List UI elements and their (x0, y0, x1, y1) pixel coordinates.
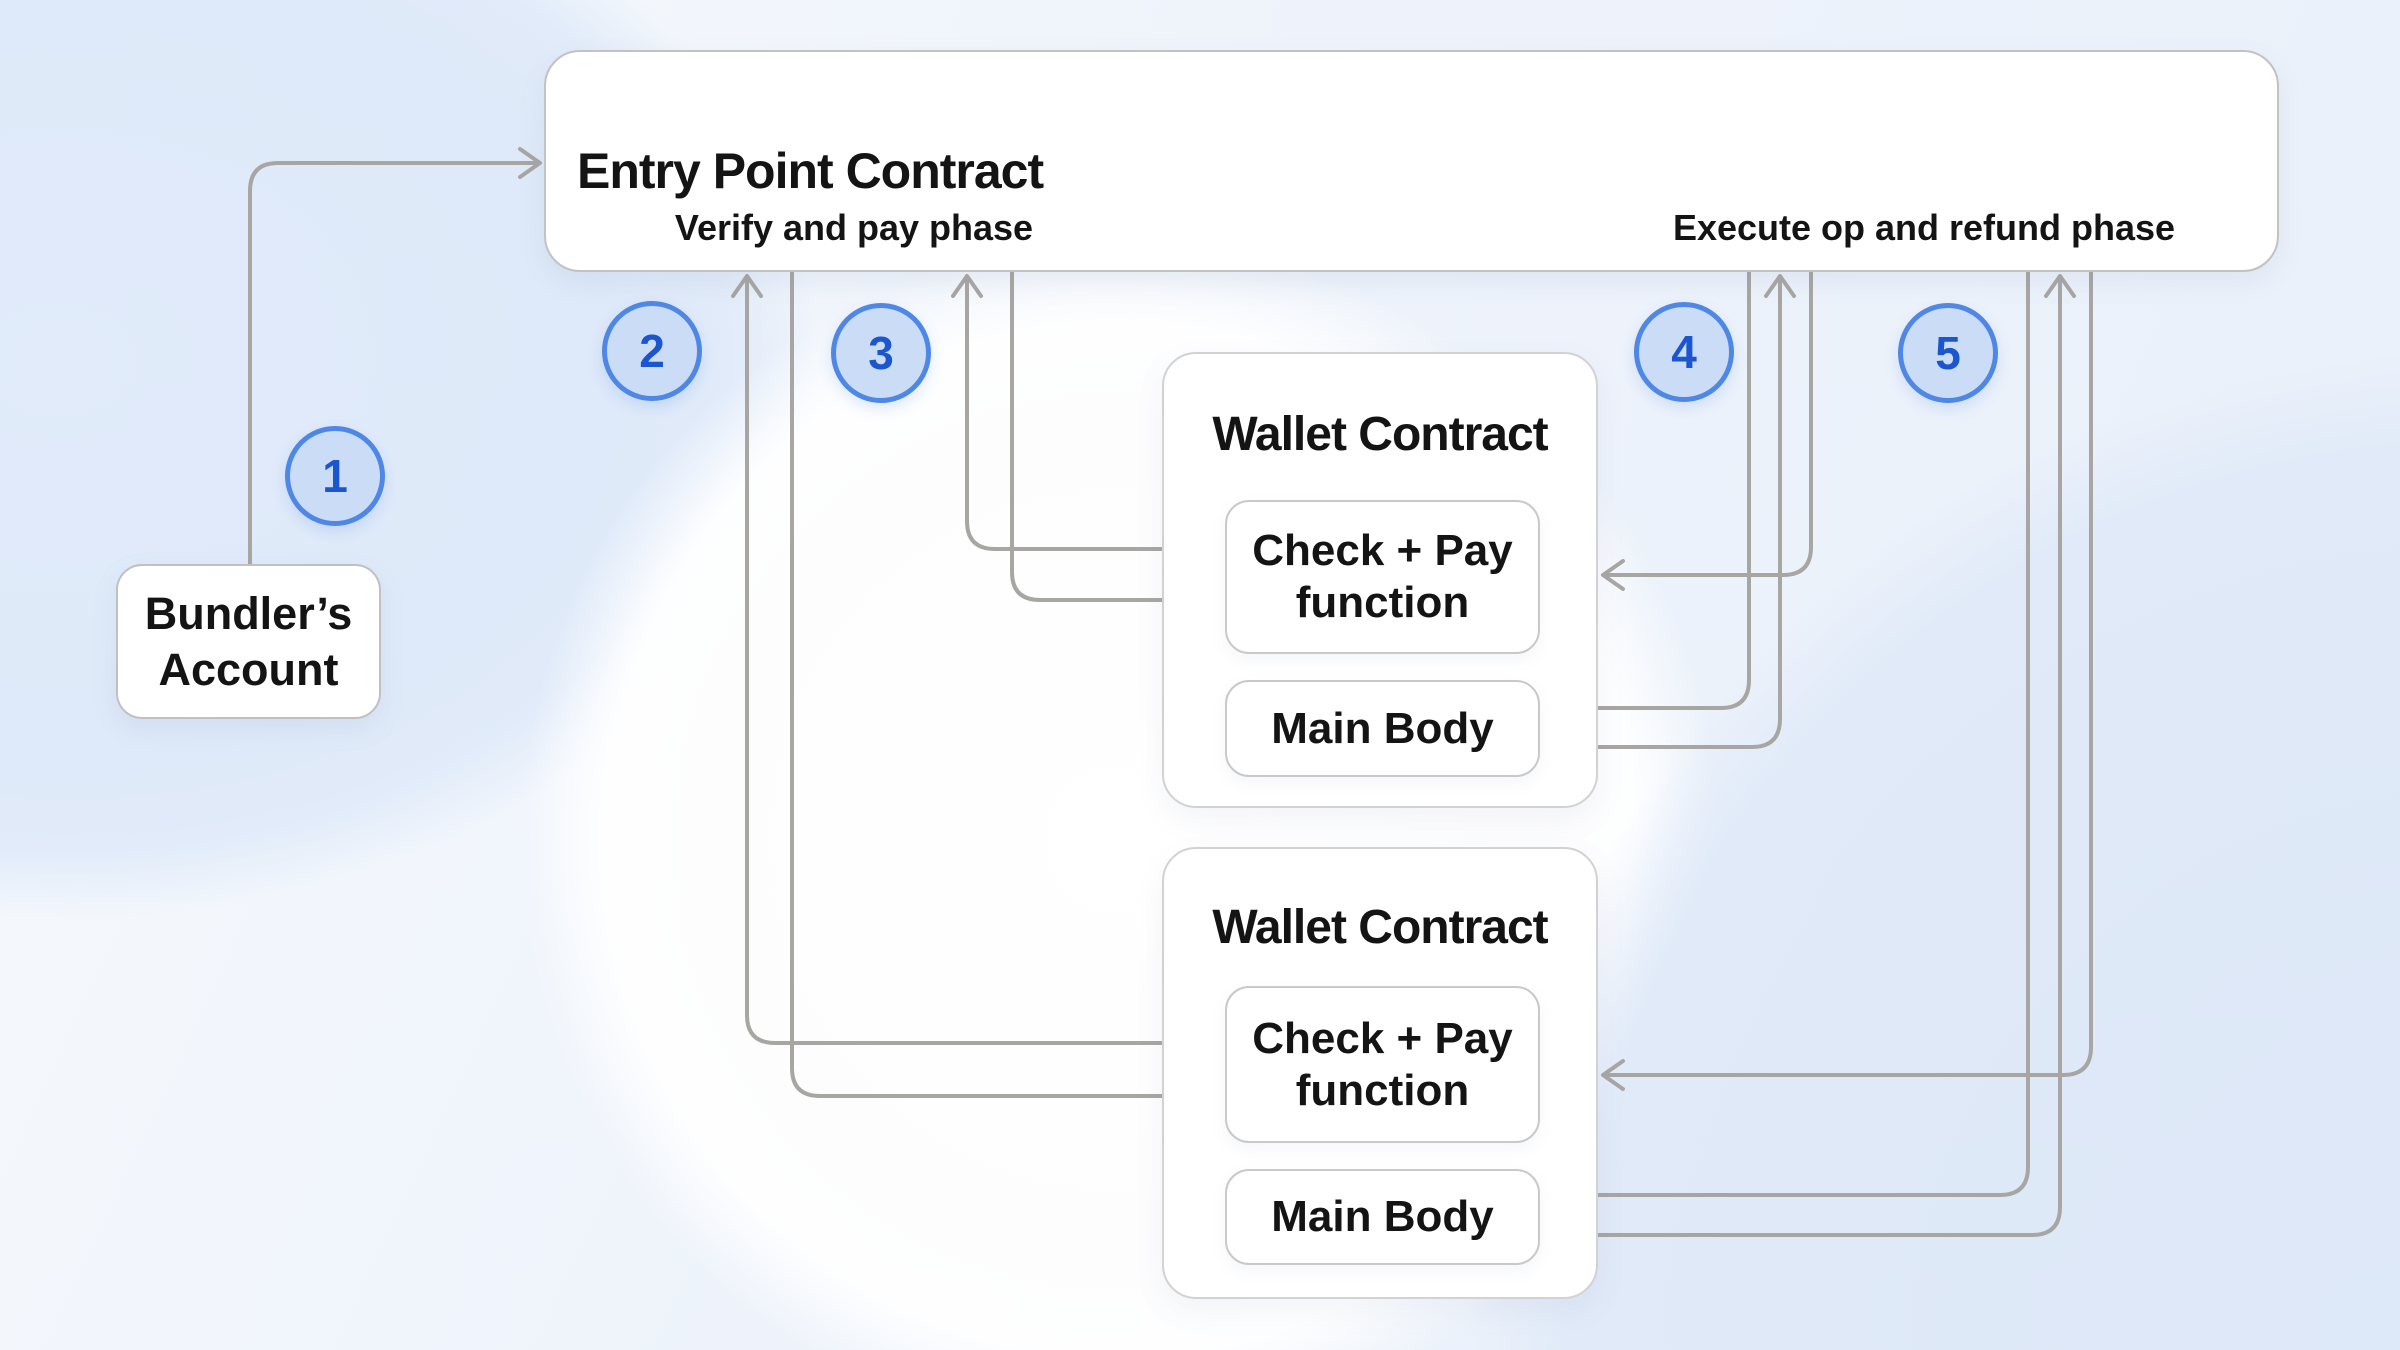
arrow-entry-to-upper-wallet (1605, 270, 1813, 577)
step-badge-4-label: 4 (1671, 326, 1697, 378)
verify-and-pay-phase-label: Verify and pay phase (674, 207, 1034, 248)
arrow-entry-to-lower-mainbody (1542, 270, 2030, 1197)
arrowhead-entry-to-upper-wallet (1601, 559, 1625, 591)
bundlers-account-label-line2: Account (158, 643, 339, 695)
step-badge-4: 4 (1634, 302, 1734, 402)
step-badge-5-label: 5 (1935, 327, 1961, 379)
arrowhead-lower-mainbody-to-entry (2044, 274, 2076, 298)
wallet-contract-bottom-box: Wallet Contract Check + Pay function Mai… (1162, 847, 1598, 1299)
arrowhead-upper-checkpay-to-entry (951, 274, 983, 298)
main-body-top-box: Main Body (1225, 680, 1540, 777)
step-badge-5: 5 (1898, 303, 1998, 403)
check-pay-function-top-box: Check + Pay function (1225, 500, 1540, 654)
check-pay-top-label-line2: function (1295, 578, 1470, 627)
step-badge-3-label: 3 (868, 327, 894, 379)
arrow-entry-to-upper-checkpay (1010, 270, 1216, 602)
arrow-entry-to-lower-checkpay (790, 270, 1216, 1098)
bundlers-account-label-line1: Bundler’s (144, 587, 353, 639)
arrowhead-bundler-to-entry (518, 147, 542, 179)
arrow-lower-mainbody-to-entry (1536, 278, 2062, 1237)
arrowhead-entry-to-lower-wallet (1601, 1059, 1625, 1091)
entry-point-contract-title: Entry Point Contract (577, 143, 1044, 199)
arrow-entry-to-upper-mainbody (1542, 270, 1751, 710)
step-badge-1-label: 1 (322, 450, 348, 502)
arrowhead-upper-mainbody-to-entry (1764, 274, 1796, 298)
wallet-contract-top-box: Wallet Contract Check + Pay function Mai… (1162, 352, 1598, 808)
execute-op-and-refund-phase-label: Execute op and refund phase (1672, 207, 2176, 248)
arrowhead-lower-checkpay-to-entry (731, 274, 763, 298)
main-body-bottom-label: Main Body (1271, 1192, 1494, 1241)
step-badge-3: 3 (831, 303, 931, 403)
arrow-upper-checkpay-to-entry (965, 278, 1225, 551)
step-badge-2: 2 (602, 301, 702, 401)
arrow-upper-mainbody-to-entry (1536, 278, 1782, 749)
wallet-contract-top-title: Wallet Contract (1212, 408, 1548, 461)
check-pay-bottom-label-line1: Check + Pay (1252, 1013, 1513, 1063)
check-pay-top-label-line1: Check + Pay (1252, 526, 1513, 575)
arrow-lower-checkpay-to-entry (745, 278, 1225, 1045)
arrow-bundler-to-entry (248, 161, 538, 566)
check-pay-bottom-label-line2: function (1295, 1065, 1470, 1115)
step-badge-1: 1 (285, 426, 385, 526)
check-pay-function-bottom-box: Check + Pay function (1225, 986, 1540, 1143)
step-badge-2-label: 2 (639, 325, 665, 377)
main-body-bottom-box: Main Body (1225, 1169, 1540, 1265)
arrow-entry-to-lower-wallet (1605, 270, 2093, 1077)
bundlers-account-box: Bundler’s Account (116, 564, 381, 719)
main-body-top-label: Main Body (1271, 703, 1494, 753)
wallet-contract-bottom-title: Wallet Contract (1212, 901, 1548, 954)
entry-point-contract-box: Entry Point Contract Verify and pay phas… (544, 50, 2279, 272)
